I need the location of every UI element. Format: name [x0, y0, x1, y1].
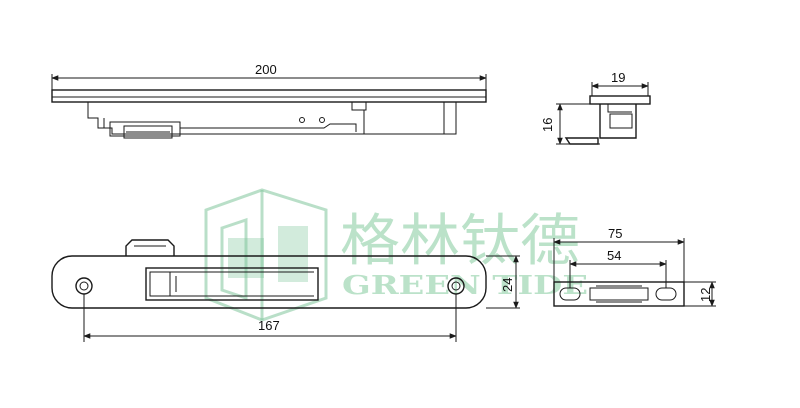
- dim-19: 19: [611, 70, 625, 85]
- keeper-view: [553, 238, 716, 307]
- dim-16: 16: [540, 118, 555, 132]
- watermark-english: GREEN TIDE: [342, 271, 588, 301]
- dim-200: 200: [255, 62, 277, 77]
- dim-24: 24: [500, 278, 515, 292]
- dim-54: 54: [607, 248, 621, 263]
- side-view: [556, 82, 651, 145]
- dim-167: 167: [258, 318, 280, 333]
- watermark-logo: [204, 188, 328, 322]
- dim-75: 75: [608, 226, 622, 241]
- dim-12: 12: [698, 288, 713, 302]
- front-view-faceplate: [51, 239, 520, 342]
- top-view-lock-body: [51, 74, 487, 139]
- watermark-chinese: 格林钛德: [340, 209, 580, 274]
